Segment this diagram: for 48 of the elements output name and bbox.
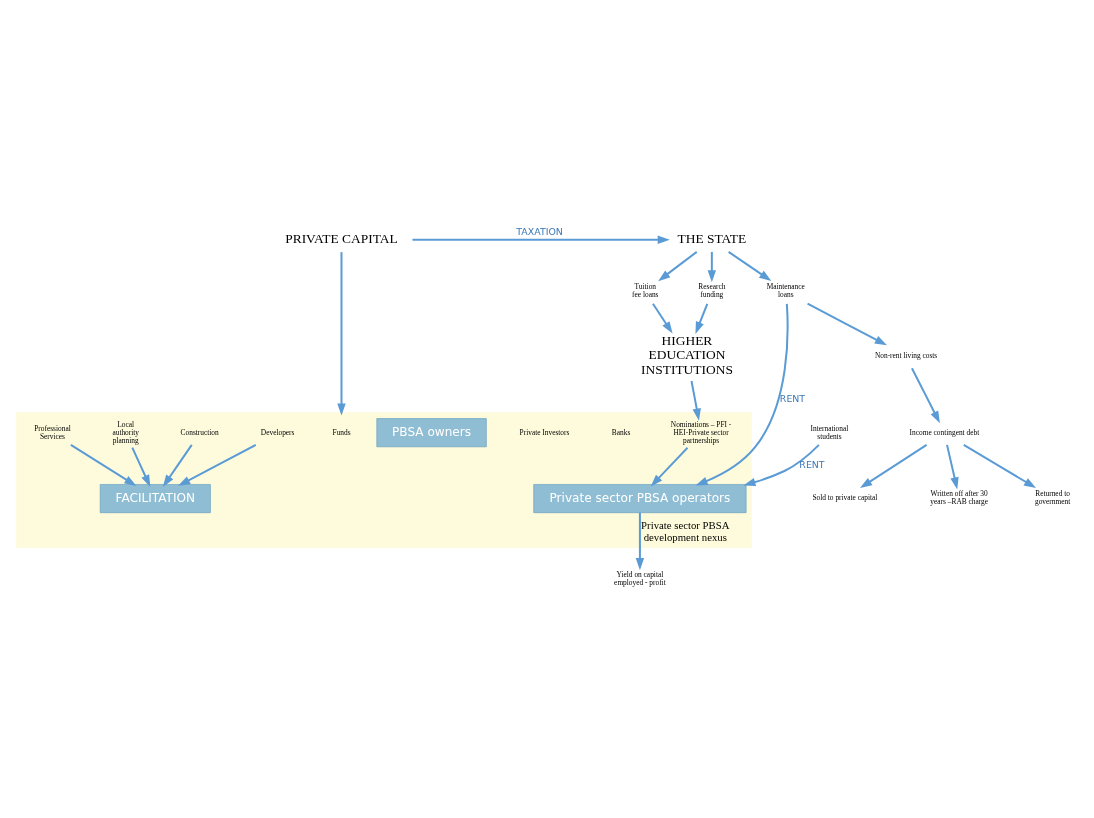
node-box: FACILITATION: [99, 483, 211, 513]
arrow: [707, 251, 717, 282]
arrow: [70, 443, 137, 486]
node-text: Returned to government: [1034, 488, 1071, 506]
node-text: Income contingent debt: [909, 427, 980, 437]
node-text: HIGHER EDUCATION INSTITUTIONS: [641, 332, 733, 377]
node-text: Maintenance loans: [766, 281, 805, 299]
arrow: [963, 443, 1037, 488]
node-text: Funds: [332, 427, 351, 437]
edge-label: TAXATION: [516, 225, 563, 237]
node-text: Sold to private capital: [812, 492, 878, 502]
node-text: Banks: [611, 427, 631, 437]
edge-label: RENT: [779, 392, 806, 404]
node-text: Professional Services: [34, 423, 71, 441]
node-text: PRIVATE CAPITAL: [285, 230, 398, 246]
node-text: Private Investors: [519, 427, 570, 437]
node-text: Local authority planning: [112, 419, 140, 445]
arrow: [743, 443, 820, 486]
arrow: [860, 443, 928, 488]
arrow: [807, 302, 887, 345]
node-text: THE STATE: [677, 230, 747, 246]
arrow: [178, 443, 257, 486]
arrow: [652, 302, 673, 334]
node-text: Tuition fee loans: [632, 281, 659, 299]
node-text: Construction: [180, 427, 219, 437]
arrow: [337, 251, 346, 416]
arrow: [131, 446, 151, 487]
arrow: [911, 367, 940, 423]
node-text: Written off after 30 years –RAB charge: [930, 488, 988, 506]
node-box: PBSA owners: [376, 417, 487, 447]
arrow: [690, 380, 701, 421]
arrow: [728, 250, 772, 281]
arrow: [412, 235, 670, 244]
node-text: Non-rent living costs: [874, 350, 938, 360]
node-text: Developers: [260, 427, 295, 437]
arrow: [162, 443, 193, 487]
node-text: International students: [810, 423, 849, 441]
arrow: [946, 444, 959, 489]
node-text: Nominations – PFI - HEI-Private sector partnerships: [670, 419, 732, 445]
arrow: [658, 250, 698, 281]
node-text: Yield on capital employed - profit: [614, 569, 666, 587]
arrow: [635, 512, 645, 570]
node-box: Private sector PBSA operators: [533, 483, 747, 513]
arrow: [695, 303, 789, 485]
arrow: [695, 302, 709, 334]
arrow: [650, 446, 689, 486]
node-text: Research funding: [698, 281, 726, 299]
edge-label: RENT: [799, 458, 825, 470]
